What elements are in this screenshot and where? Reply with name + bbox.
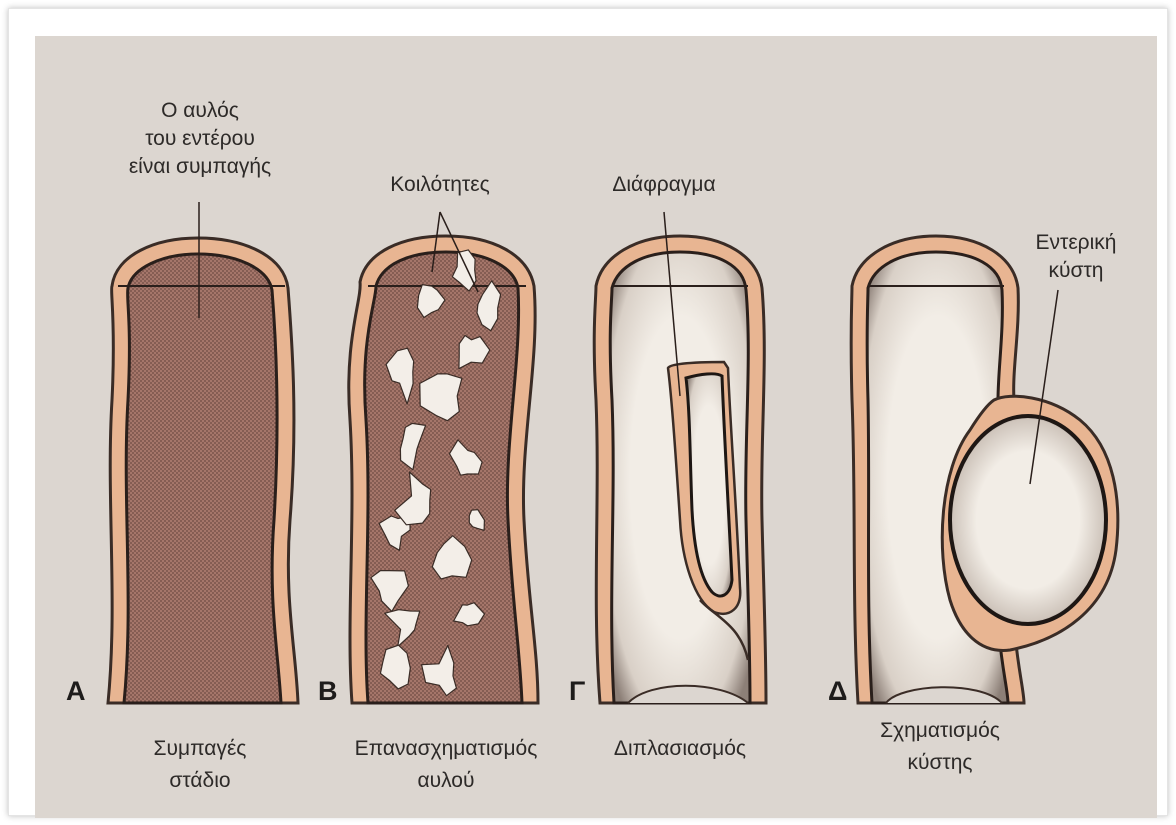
annotation-cyst: Εντερική κύστη (1006, 230, 1146, 284)
panel-a-solid-stage (108, 202, 298, 703)
caption-b-line1: Επανασχηματισμός (326, 736, 566, 762)
panel-c-duplication (594, 212, 766, 703)
caption-b: Επανασχηματισμός αυλού (326, 736, 566, 794)
panel-letter-c: Γ (569, 676, 585, 707)
caption-d-line2: κύστης (850, 750, 1030, 776)
panel-d-cyst-formation (851, 236, 1118, 703)
annotation-cyst-line1: Εντερική (1006, 230, 1146, 256)
annotation-solid-lumen-line3: είναι συμπαγής (120, 154, 280, 180)
annotation-solid-lumen-line2: του εντέρου (120, 126, 280, 152)
caption-a: Συμπαγές στάδιο (110, 736, 290, 794)
panel-letter-b: Β (318, 676, 338, 707)
annotation-cavities: Κοιλότητες (360, 172, 520, 198)
panel-b-core (365, 252, 522, 703)
annotation-septum: Διάφραγμα (594, 172, 734, 198)
caption-c-line1: Διπλασιασμός (590, 736, 770, 762)
panel-a-solid-core (124, 254, 281, 703)
caption-b-line2: αυλού (326, 768, 566, 794)
panel-d-cyst-cavity (950, 416, 1106, 624)
caption-a-line2: στάδιο (110, 768, 290, 794)
panel-letter-a: Α (66, 676, 86, 707)
annotation-solid-lumen-line1: Ο αυλός (120, 98, 280, 124)
annotation-solid-lumen: Ο αυλός του εντέρου είναι συμπαγής (120, 98, 280, 180)
caption-c: Διπλασιασμός (590, 736, 770, 762)
caption-d-line1: Σχηματισμός (850, 718, 1030, 744)
annotation-cyst-line2: κύστη (1006, 258, 1146, 284)
caption-d: Σχηματισμός κύστης (850, 718, 1030, 776)
panel-b-recanalization (349, 212, 538, 703)
caption-a-line1: Συμπαγές (110, 736, 290, 762)
panel-letter-d: Δ (828, 676, 847, 707)
